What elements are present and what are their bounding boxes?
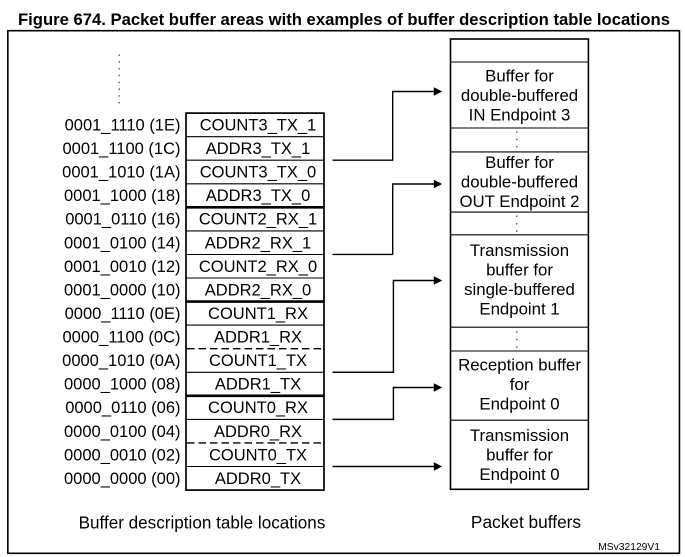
svg-text:Buffer for: Buffer for [485,153,554,172]
svg-text:Transmission: Transmission [470,426,569,445]
svg-text:0000_0110 (06): 0000_0110 (06) [65,399,180,417]
svg-text:IN Endpoint 3: IN Endpoint 3 [469,105,571,124]
svg-text:buffer for: buffer for [486,446,553,465]
svg-text:ADDR3_TX_0: ADDR3_TX_0 [206,187,311,205]
svg-text:single-buffered: single-buffered [464,280,575,299]
svg-text:COUNT2_RX_1: COUNT2_RX_1 [199,211,317,229]
svg-text:0001_1000 (18): 0001_1000 (18) [64,187,181,205]
svg-text:Packet buffers: Packet buffers [471,512,582,532]
svg-text:0001_0110 (16): 0001_0110 (16) [65,211,180,229]
svg-text:0001_0000 (10): 0001_0000 (10) [64,281,181,299]
svg-text:0000_0000 (00): 0000_0000 (00) [64,470,181,488]
svg-text:0000_1010 (0A): 0000_1010 (0A) [62,352,180,370]
svg-text:Endpoint 1: Endpoint 1 [479,299,559,318]
svg-text:for: for [510,375,530,394]
svg-text:0001_0100 (14): 0001_0100 (14) [64,234,181,252]
svg-text:0000_1100 (0C): 0000_1100 (0C) [62,329,180,347]
svg-text:double-buffered: double-buffered [461,86,578,105]
svg-text:Figure 674. Packet buffer area: Figure 674. Packet buffer areas with exa… [18,10,670,29]
svg-text:COUNT1_RX: COUNT1_RX [208,305,308,323]
svg-text:Transmission: Transmission [470,241,569,260]
svg-text:ADDR0_TX: ADDR0_TX [215,470,301,488]
svg-text:Buffer for: Buffer for [485,67,554,86]
svg-text:COUNT3_TX_1: COUNT3_TX_1 [200,117,316,135]
svg-text:0000_1000 (08): 0000_1000 (08) [64,376,181,394]
svg-text:ADDR3_TX_1: ADDR3_TX_1 [206,140,311,158]
svg-text:0001_1110 (1E): 0001_1110 (1E) [65,117,181,135]
svg-text:0001_1010 (1A): 0001_1010 (1A) [62,164,180,182]
svg-text:COUNT0_RX: COUNT0_RX [208,399,308,417]
svg-text:buffer for: buffer for [486,260,553,279]
svg-text:0001_1100 (1C): 0001_1100 (1C) [62,140,180,158]
svg-text:0001_0010 (12): 0001_0010 (12) [64,258,181,276]
svg-text:double-buffered: double-buffered [461,173,578,192]
svg-text:COUNT1_TX: COUNT1_TX [209,352,307,370]
svg-text:MSv32129V1: MSv32129V1 [598,542,660,553]
svg-text:ADDR1_TX: ADDR1_TX [215,376,301,394]
svg-text:ADDR2_RX_1: ADDR2_RX_1 [205,234,311,252]
svg-text:OUT Endpoint 2: OUT Endpoint 2 [459,192,579,211]
svg-text:ADDR2_RX_0: ADDR2_RX_0 [205,281,311,299]
svg-text:COUNT3_TX_0: COUNT3_TX_0 [200,164,316,182]
svg-text:COUNT0_TX: COUNT0_TX [209,446,307,464]
svg-text:Buffer description table locat: Buffer description table locations [79,514,326,533]
svg-text:0000_1110 (0E): 0000_1110 (0E) [65,305,181,323]
svg-text:COUNT2_RX_0: COUNT2_RX_0 [199,258,317,276]
svg-text:ADDR1_RX: ADDR1_RX [214,329,302,347]
svg-text:ADDR0_RX: ADDR0_RX [214,423,302,441]
svg-text:0000_0010 (02): 0000_0010 (02) [64,446,181,464]
svg-text:0000_0100 (04): 0000_0100 (04) [64,423,181,441]
svg-text:Reception buffer: Reception buffer [458,355,581,374]
svg-text:Endpoint 0: Endpoint 0 [479,465,559,484]
svg-text:Endpoint 0: Endpoint 0 [479,394,559,413]
